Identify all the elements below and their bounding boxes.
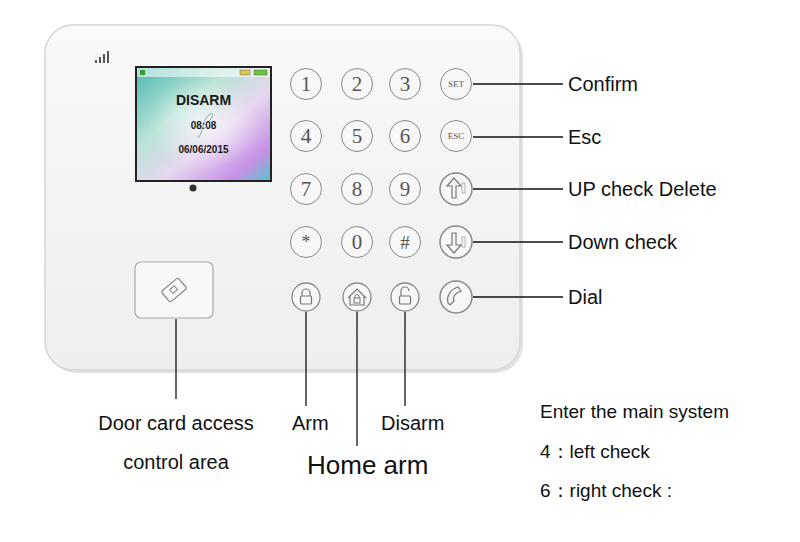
keypad-button: # — [389, 226, 421, 258]
signal-bar — [103, 54, 105, 63]
button-label: 7 — [301, 179, 312, 200]
button-label: 1 — [301, 74, 312, 95]
button-ring — [292, 283, 320, 311]
lock-body — [400, 296, 411, 304]
lock-shackle — [355, 295, 359, 299]
up-arrow — [447, 178, 461, 198]
display-screen: DISARM 08:08 06/06/2015 — [137, 68, 270, 180]
dial-button — [440, 281, 472, 313]
lock-shackle — [302, 289, 310, 296]
leader-line — [473, 296, 563, 297]
keypad-button: 8 — [341, 173, 373, 205]
button-label: SET — [448, 80, 464, 89]
arm-button — [292, 283, 320, 311]
keypad-button: * — [290, 226, 322, 258]
button-label: * — [302, 233, 311, 251]
button-ring — [440, 226, 472, 258]
signal-icon — [95, 51, 109, 63]
lock-body — [301, 296, 312, 304]
callout-label: Down check — [568, 230, 677, 254]
keypad-button: 9 — [389, 173, 421, 205]
card-outline — [161, 278, 187, 303]
button-ring — [440, 173, 472, 205]
phone-handset — [448, 287, 461, 305]
button-label: # — [400, 233, 410, 252]
button-label: 6 — [400, 126, 411, 147]
callout-label: Enter the main system — [540, 401, 729, 424]
keypad-button: ESC — [440, 120, 472, 152]
panel-housing — [45, 25, 520, 370]
open-shackle — [401, 287, 409, 296]
status-signal — [140, 70, 145, 75]
keypad-button: 5 — [341, 120, 373, 152]
leader-line — [356, 312, 357, 446]
leader-line — [473, 136, 563, 137]
button-label: 9 — [400, 179, 411, 200]
button-label: 8 — [352, 179, 363, 200]
card-reader-area — [135, 262, 213, 318]
indicator-dot — [190, 185, 197, 192]
keypad-button: 0 — [341, 226, 373, 258]
home-arm-button — [343, 283, 371, 311]
down-button — [440, 226, 472, 258]
screen — [137, 68, 270, 180]
leader-line — [404, 312, 405, 406]
leader-line — [473, 188, 563, 189]
callout-label: Disarm — [381, 411, 444, 435]
keypad-button: 1 — [290, 68, 322, 100]
signal-bar — [95, 60, 97, 63]
disarm-button — [391, 283, 419, 311]
button-label: ESC — [448, 132, 465, 141]
button-ring — [391, 283, 419, 311]
callout-label: Confirm — [568, 72, 638, 96]
button-label: 2 — [352, 74, 363, 95]
keypad-button: 3 — [389, 68, 421, 100]
signal-bar — [107, 51, 109, 63]
callout-label: Esc — [568, 125, 601, 149]
callout-label: Door card access control area — [90, 404, 262, 482]
callout-label: Home arm — [307, 450, 428, 481]
house-outline — [348, 289, 366, 305]
card-icon — [161, 278, 187, 303]
button-ring — [343, 283, 371, 311]
keypad-button: 2 — [341, 68, 373, 100]
status-battery — [254, 70, 267, 75]
button-ring — [440, 281, 472, 313]
button-label: 5 — [352, 126, 363, 147]
up-button — [440, 173, 472, 205]
callout-label: UP check Delete — [568, 177, 717, 201]
callout-label: Arm — [292, 411, 329, 435]
callout-label: 4：left check — [540, 441, 650, 464]
screen-text: 08:08 — [137, 120, 270, 132]
screen-text: DISARM — [137, 92, 270, 109]
status-bar — [137, 68, 270, 77]
status-mail — [240, 70, 250, 75]
leader-line — [175, 319, 176, 399]
button-marking — [462, 183, 465, 193]
button-label: 0 — [352, 232, 363, 253]
button-marking — [462, 237, 465, 247]
card-chip — [170, 286, 178, 294]
leader-lines — [176, 84, 563, 446]
keypad-button: SET — [440, 68, 472, 100]
leader-line — [473, 241, 563, 242]
signal-bar — [99, 57, 101, 63]
down-arrow — [447, 233, 461, 253]
keypad-button: 6 — [389, 120, 421, 152]
button-label: 4 — [301, 126, 312, 147]
screen-text: 06/06/2015 — [137, 144, 270, 156]
leader-line — [305, 312, 306, 406]
lock-body — [354, 298, 360, 303]
keypad-button: 7 — [290, 173, 322, 205]
screen-bezel — [135, 66, 272, 182]
button-label: 3 — [400, 74, 411, 95]
callout-label: Dial — [568, 285, 602, 309]
callout-label: 6：right check : — [540, 480, 672, 503]
leader-line — [473, 83, 563, 84]
keypad-button: 4 — [290, 120, 322, 152]
